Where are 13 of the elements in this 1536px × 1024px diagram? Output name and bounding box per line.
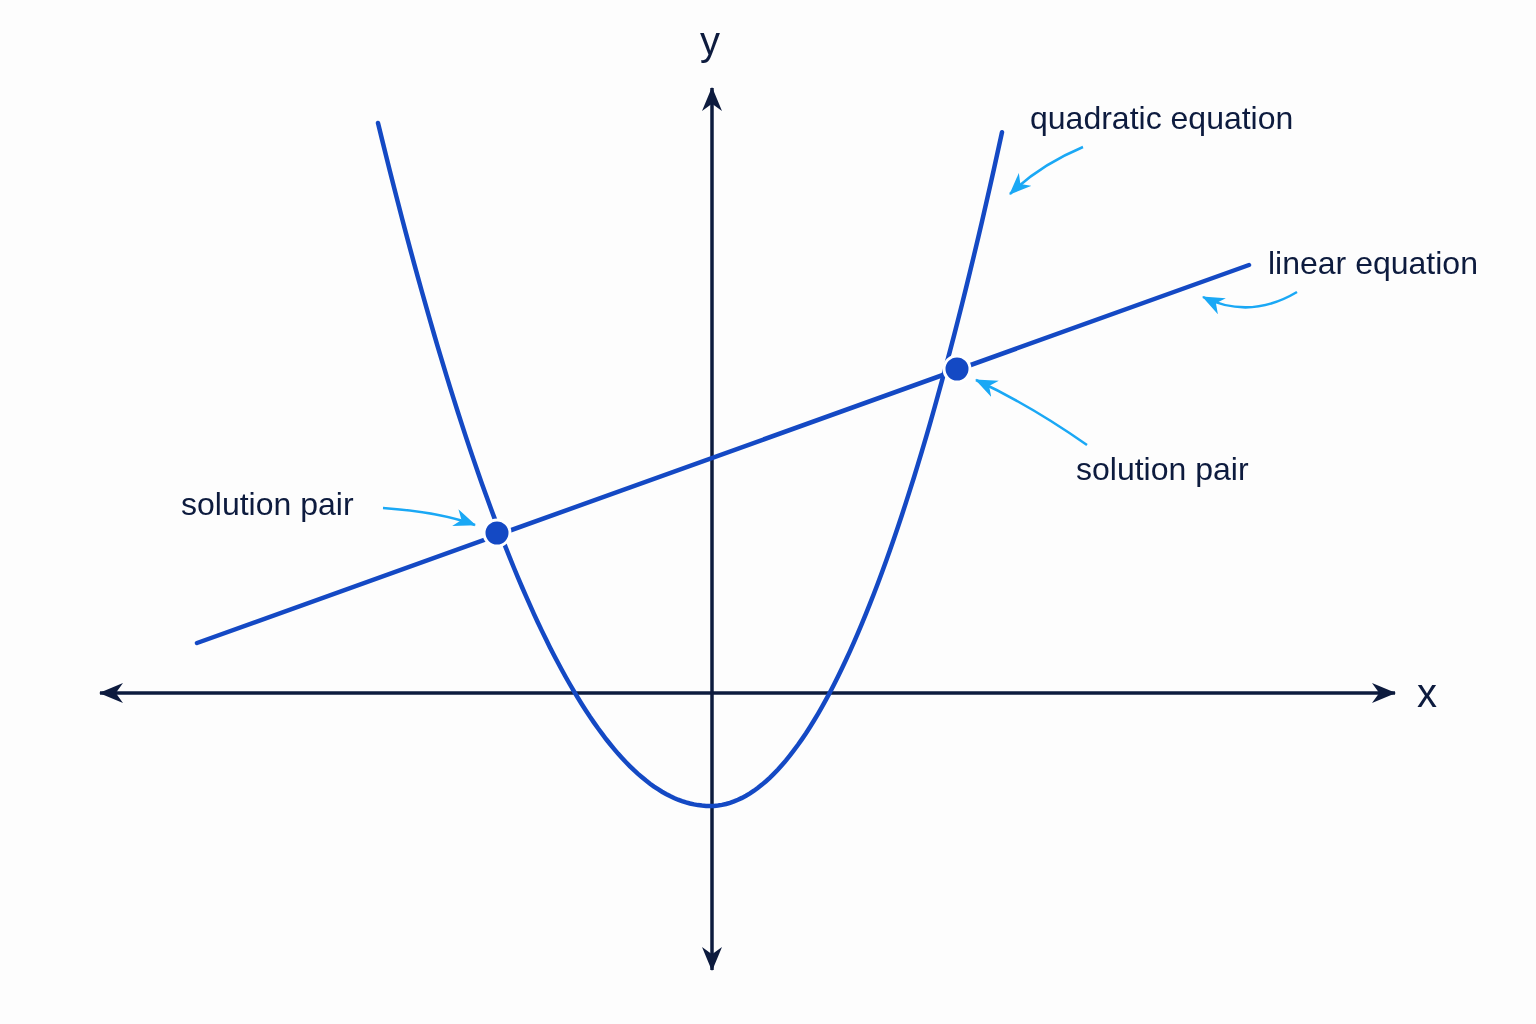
intersection-point xyxy=(482,518,512,548)
line-label: linear equation xyxy=(1268,244,1478,282)
leader-arrow xyxy=(382,506,476,527)
curve-label: quadratic equation xyxy=(1030,99,1294,137)
leader-arrow xyxy=(1009,145,1084,195)
point-label: solution pair xyxy=(1076,450,1249,488)
parabola-curve xyxy=(375,120,1005,809)
leader-arrow xyxy=(975,378,1088,447)
leader-arrow xyxy=(1202,290,1298,314)
intersection-point xyxy=(942,354,972,384)
axis-label: y xyxy=(700,18,720,64)
axis-label: x xyxy=(1417,670,1437,716)
point-label: solution pair xyxy=(181,485,354,523)
